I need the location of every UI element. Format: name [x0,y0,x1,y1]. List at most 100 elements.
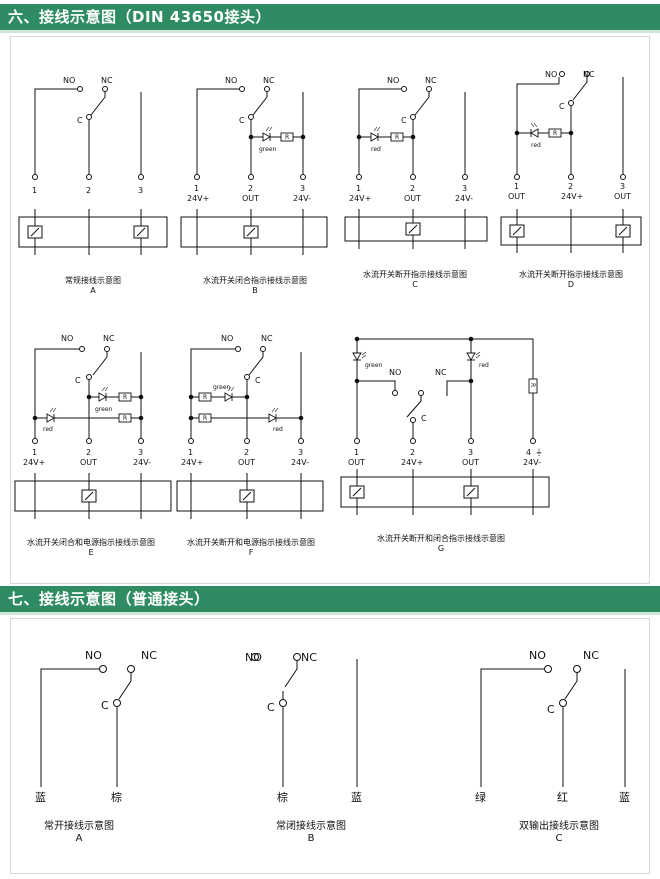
pin-24v-minus: 24V- [293,194,311,203]
caption-a: 常规接线示意图 [65,275,121,285]
pin-2: 2 [410,448,415,457]
label-no: NO [529,649,546,662]
pin-1: 1 [356,184,361,193]
caption-normal-c: 双输出接线示意图 [519,819,599,832]
pin-2: 2 [86,448,91,457]
caption-g: 水流开关断开和闭合指示接线示意图 [377,533,505,543]
pin-1: 1 [188,448,193,457]
letter-normal-b: B [308,833,315,844]
pin-out: OUT [238,458,255,467]
label-no: NO [85,649,102,662]
pin-out: OUT [80,458,97,467]
wire-color-right: 棕 [111,790,122,804]
pin-out: OUT [242,194,259,203]
pin-24v-plus: 24V+ [401,458,423,467]
caption-normal-b: 常闭接线示意图 [276,819,346,832]
label-green: green [213,384,231,391]
label-nc: NC [261,334,273,343]
coil-icon [243,225,259,239]
resistor-icon [528,378,538,394]
label-nc: NC [583,70,595,79]
din-diagrams-svg: NO NC C 1 2 3 常规接线示意图 A NO NC C green R … [14,70,642,557]
label-nc: NC [141,649,157,662]
led-icon [370,126,381,142]
diagram-a [18,86,168,255]
pin-2: 2 [568,182,573,191]
label-r: R [553,130,557,137]
pin-2: 2 [244,448,249,457]
pin-1: 1 [354,448,359,457]
coil-icon [615,224,631,238]
led-icon [530,122,539,138]
pin-out: OUT [614,192,631,201]
pin-1: 1 [514,182,519,191]
diagram-c [344,86,488,249]
normal-diagrams-svg: NO NC C 蓝 棕 常开接线示意图 A NO NC C 棕 蓝 常闭接线示意… [35,649,630,844]
letter-normal-a: A [76,833,83,844]
label-nc: NC [425,76,437,85]
coil-icon [463,485,479,499]
led-icon [466,351,481,361]
caption-f: 水流开关断开和电源指示接线示意图 [187,537,315,547]
label-red: red [531,142,541,149]
pin-24v-plus: 24V+ [349,194,371,203]
pin-out: OUT [462,458,479,467]
pin-out: OUT [404,194,421,203]
diagram-g [340,336,550,515]
coil-icon [349,485,365,499]
pin-24v-minus: 24V- [291,458,309,467]
label-r: R [529,383,536,387]
pin-1: 1 [32,448,37,457]
led-icon [262,126,273,142]
pin-3: 3 [138,448,143,457]
label-r: R [203,415,207,422]
letter-e: E [88,548,93,557]
label-r: R [203,394,207,401]
label-red: red [43,426,53,433]
label-c: C [421,414,427,423]
label-c: C [77,116,83,125]
normal-diagram-a [40,665,135,787]
pin-3: 3 [300,184,305,193]
label-r: R [285,134,289,141]
label-nc: NC [301,651,317,664]
diagram-f [176,346,324,519]
pin-24v-plus: 24V+ [23,458,45,467]
section7-title: 七、接线示意图（普通接头） [8,590,210,608]
letter-d: D [568,280,574,289]
label-nc: NC [101,76,113,85]
letter-g: G [438,544,444,553]
pin-3: 3 [468,448,473,457]
letter-b: B [252,286,258,295]
label-green: green [95,406,113,413]
pin-3: 3 [298,448,303,457]
label-green: green [259,146,277,153]
label-no: NO [225,76,237,85]
caption-e: 水流开关闭合和电源指示接线示意图 [27,537,155,547]
din-diagram-panel: NO NC C 1 2 3 常规接线示意图 A NO NC C green R … [10,36,650,584]
label-no: NO [389,368,401,377]
wire-color-left: 蓝 [35,791,46,804]
caption-d: 水流开关断开指示接线示意图 [519,269,623,279]
diagram-b [180,86,328,255]
pin-4: 4 [526,448,531,457]
wire-color-left: 棕 [277,790,288,804]
coil-icon [81,489,97,503]
label-red: red [479,362,489,369]
section6-banner: 六、接线示意图（DIN 43650接头） [0,4,660,33]
label-c: C [255,376,261,385]
led-icon [352,351,367,361]
diagram-d [500,71,642,253]
normal-diagram-b [251,653,358,787]
caption-b: 水流开关闭合指示接线示意图 [203,275,307,285]
label-no: NO [245,651,262,664]
section7-banner: 七、接线示意图（普通接头） [0,586,660,615]
label-nc: NC [583,649,599,662]
label-nc: NC [103,334,115,343]
label-c: C [101,699,109,712]
led-icon [98,386,109,402]
label-c: C [547,703,555,716]
label-no: NO [387,76,399,85]
coil-icon [133,225,149,239]
label-r: R [123,394,127,401]
